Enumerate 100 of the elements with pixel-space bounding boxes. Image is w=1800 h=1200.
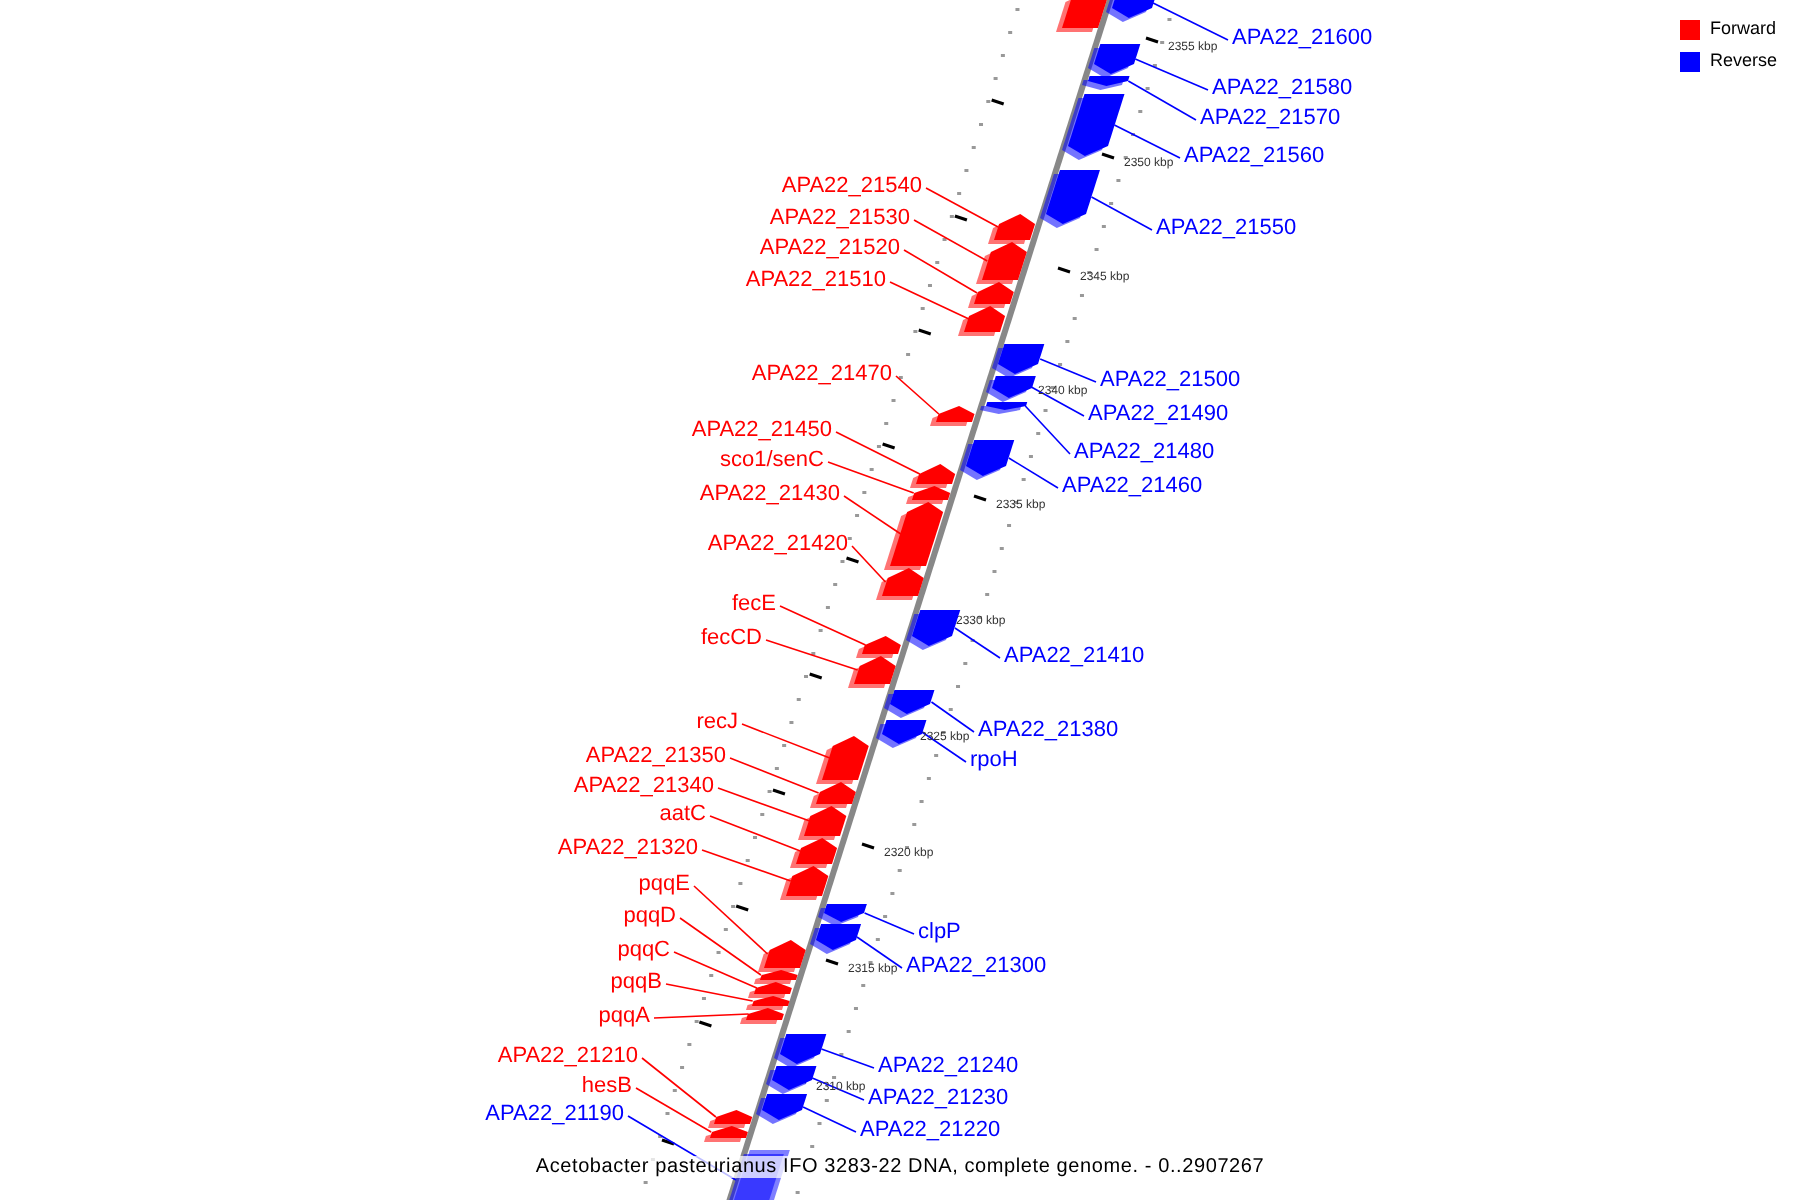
gene-feature <box>1105 0 1158 18</box>
leader-line <box>717 787 811 822</box>
gene-feature <box>992 344 1045 374</box>
leader-line <box>665 983 754 1002</box>
gene-label: APA22_21210 <box>497 1044 638 1070</box>
gene-label: APA22_21500 <box>1100 368 1241 394</box>
leader-line <box>802 1106 857 1133</box>
leader-line <box>843 495 902 535</box>
gene-label: APA22_21220 <box>860 1118 1001 1144</box>
gene-label: APA22_21300 <box>906 954 1047 980</box>
gene-feature <box>756 1094 808 1120</box>
gene-feature <box>779 866 829 896</box>
gene-label: fecE <box>731 592 776 618</box>
gene-feature <box>905 486 950 500</box>
gene-feature <box>798 806 848 836</box>
leader-line <box>889 281 970 320</box>
gene-label: sco1/senC <box>720 448 824 474</box>
gene-feature <box>958 306 1006 332</box>
leader-line <box>709 815 802 852</box>
leader-line <box>851 545 887 583</box>
gene-label: APA22_21410 <box>1004 644 1145 670</box>
gene-feature <box>1082 76 1130 86</box>
gene-feature <box>960 440 1015 476</box>
gene-feature <box>748 982 793 994</box>
leader-line <box>1127 80 1197 121</box>
gene-label: pqqE <box>638 872 690 898</box>
gene-feature <box>773 1034 827 1064</box>
gene-label: clpP <box>918 920 961 946</box>
leader-line <box>895 375 940 415</box>
leader-line <box>827 461 915 494</box>
gene-feature <box>753 970 797 980</box>
gene-label: aatC <box>659 802 706 828</box>
leader-line <box>741 723 831 759</box>
leader-line <box>1152 2 1229 41</box>
gene-feature <box>856 636 902 654</box>
leader-line <box>1090 196 1153 231</box>
gene-label: APA22_21490 <box>1088 402 1229 428</box>
gene-label: APA22_21530 <box>769 206 910 232</box>
gene-feature <box>1040 170 1101 224</box>
gene-label: APA22_21190 <box>485 1102 624 1128</box>
gene-label: APA22_21320 <box>557 836 698 862</box>
gene-feature <box>875 568 923 596</box>
leader-line <box>1134 58 1209 91</box>
gene-label: APA22_21420 <box>707 532 848 558</box>
gene-feature <box>884 690 936 714</box>
leader-line <box>913 219 989 262</box>
gene-feature <box>847 656 895 684</box>
leader-line <box>954 627 1001 659</box>
gene-label: APA22_21550 <box>1156 216 1297 242</box>
gene-feature <box>910 464 956 484</box>
gene-label: hesB <box>581 1074 632 1100</box>
gene-label: APA22_21350 <box>585 744 726 770</box>
gene-label: APA22_21600 <box>1232 26 1373 52</box>
gene-label: fecCD <box>700 626 762 652</box>
gene-label: APA22_21230 <box>868 1086 1009 1112</box>
leader-line <box>779 605 867 646</box>
leader-line <box>729 757 820 794</box>
leader-line <box>641 1057 717 1118</box>
gene-label: APA22_21380 <box>978 718 1119 744</box>
gene-feature <box>745 996 789 1006</box>
gene-label: APA22_21480 <box>1074 440 1215 466</box>
gene-feature <box>765 1066 817 1090</box>
gene-label: pqqA <box>598 1004 650 1030</box>
leader-line <box>863 912 915 935</box>
gene-feature <box>707 1110 752 1124</box>
leader-line <box>903 249 978 294</box>
gene-feature <box>809 782 855 804</box>
gene-label: recJ <box>696 710 738 736</box>
leader-line <box>925 187 999 228</box>
gene-label: pqqD <box>623 904 676 930</box>
leader-line <box>765 639 859 671</box>
gene-label: APA22_21580 <box>1212 76 1353 102</box>
gene-feature <box>979 402 1027 410</box>
legend-label: Reverse <box>1710 50 1778 72</box>
gene-feature <box>740 1008 785 1020</box>
gene-label: rpoH <box>970 748 1018 774</box>
gene-label: APA22_21570 <box>1200 106 1341 132</box>
leader-line <box>653 1013 750 1019</box>
leader-line <box>1039 358 1097 383</box>
leader-line <box>820 1048 875 1069</box>
leader-line <box>1024 405 1071 455</box>
gene-feature <box>703 1126 748 1138</box>
gene-label: APA22_21470 <box>751 362 892 388</box>
leader-line <box>701 849 792 882</box>
gene-label: pqqC <box>617 938 670 964</box>
gene-label: APA22_21430 <box>699 482 840 508</box>
leader-line <box>930 701 975 733</box>
legend-label: Forward <box>1710 18 1777 40</box>
gene-label: pqqB <box>610 970 662 996</box>
gene-label: APA22_21520 <box>759 236 900 262</box>
leader-line <box>1008 457 1059 489</box>
gene-feature <box>790 838 838 864</box>
gene-label: APA22_21240 <box>878 1054 1019 1080</box>
gene-label: APA22_21450 <box>691 418 832 444</box>
gene-label: APA22_21540 <box>781 174 922 200</box>
leader-line <box>1030 386 1085 417</box>
caption: Acetobacter pasteurianus IFO 3283-22 DNA, complete genome. - 0..2907267 <box>535 1156 1265 1178</box>
gene-label: APA22_21340 <box>573 774 714 800</box>
gene-feature <box>930 406 975 422</box>
gene-feature <box>810 924 862 950</box>
